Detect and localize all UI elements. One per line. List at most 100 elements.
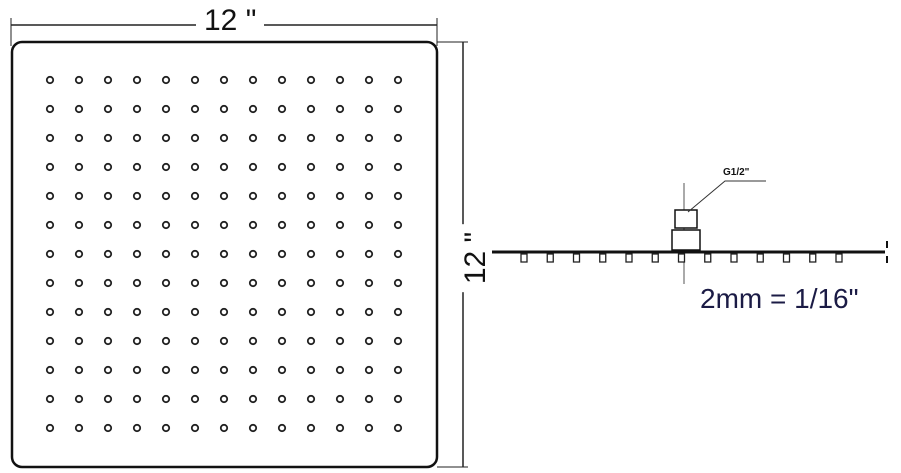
nozzle-hole bbox=[74, 365, 84, 375]
nozzle-hole bbox=[219, 133, 229, 143]
nozzle-hole bbox=[190, 104, 200, 114]
nozzle-hole bbox=[132, 394, 142, 404]
nozzle-hole bbox=[393, 133, 403, 143]
nozzle-hole bbox=[364, 133, 374, 143]
nozzle-hole bbox=[364, 365, 374, 375]
nozzle-hole bbox=[277, 162, 287, 172]
nozzle-hole bbox=[103, 104, 113, 114]
nozzle-hole bbox=[190, 162, 200, 172]
nozzle-hole bbox=[335, 336, 345, 346]
nozzle-hole bbox=[219, 104, 229, 114]
nozzle-hole bbox=[161, 220, 171, 230]
width-label: 12 " bbox=[196, 6, 265, 36]
side-nozzle bbox=[704, 253, 712, 263]
nozzle-hole bbox=[277, 394, 287, 404]
nozzle-hole bbox=[103, 249, 113, 259]
nozzle-hole bbox=[248, 423, 258, 433]
nozzle-hole bbox=[393, 162, 403, 172]
side-nozzle bbox=[599, 253, 607, 263]
nozzle-hole bbox=[103, 191, 113, 201]
side-nozzle bbox=[782, 253, 791, 263]
nozzle-hole bbox=[248, 104, 258, 114]
nozzle-hole bbox=[364, 423, 374, 433]
nozzle-hole bbox=[364, 394, 374, 404]
nozzle-hole bbox=[74, 220, 84, 230]
nozzle-hole bbox=[45, 365, 55, 375]
nozzle-hole bbox=[219, 307, 229, 317]
nozzle-hole bbox=[45, 104, 55, 114]
nozzle-hole bbox=[190, 191, 200, 201]
nozzle-hole bbox=[393, 394, 403, 404]
nozzle-hole bbox=[74, 423, 84, 433]
nozzle-hole bbox=[190, 278, 200, 288]
thread-leader-line bbox=[687, 180, 766, 213]
nozzle-hole bbox=[45, 133, 55, 143]
nozzle-hole bbox=[132, 307, 142, 317]
nozzle-hole bbox=[306, 75, 316, 85]
nozzle-hole bbox=[277, 365, 287, 375]
nozzle-hole bbox=[219, 365, 229, 375]
nozzle-hole bbox=[132, 162, 142, 172]
nozzle-hole bbox=[306, 191, 316, 201]
nozzle-hole bbox=[306, 133, 316, 143]
nozzle-hole bbox=[248, 249, 258, 259]
nozzle-hole bbox=[74, 133, 84, 143]
nozzle-hole bbox=[103, 423, 113, 433]
nozzle-hole bbox=[306, 220, 316, 230]
nozzle-hole bbox=[161, 133, 171, 143]
nozzle-hole bbox=[335, 220, 345, 230]
side-view bbox=[492, 180, 888, 284]
nozzle-hole bbox=[161, 423, 171, 433]
nozzle-hole bbox=[190, 220, 200, 230]
height-label: 12 " bbox=[459, 223, 492, 293]
nozzle-hole bbox=[103, 133, 113, 143]
nozzle-hole bbox=[74, 278, 84, 288]
nozzle-hole bbox=[306, 249, 316, 259]
nozzle-hole bbox=[45, 394, 55, 404]
nozzle-hole bbox=[161, 104, 171, 114]
nozzle-hole bbox=[219, 336, 229, 346]
side-nozzle bbox=[756, 253, 764, 263]
nozzle-hole bbox=[45, 162, 55, 172]
nozzle-hole bbox=[277, 336, 287, 346]
nozzle-hole bbox=[364, 220, 374, 230]
nozzle-hole bbox=[190, 336, 200, 346]
nozzle-hole bbox=[248, 162, 258, 172]
nozzle-hole bbox=[335, 191, 345, 201]
nozzle-hole bbox=[248, 133, 258, 143]
nozzle-hole bbox=[190, 307, 200, 317]
nozzle-hole bbox=[219, 423, 229, 433]
nozzle-hole bbox=[45, 336, 55, 346]
nozzle-hole bbox=[306, 104, 316, 114]
nozzle-hole bbox=[103, 162, 113, 172]
nozzle-hole bbox=[103, 336, 113, 346]
nozzle-hole bbox=[335, 162, 345, 172]
connector-nut bbox=[671, 229, 701, 251]
side-nozzle bbox=[625, 253, 633, 263]
nozzle-hole bbox=[190, 133, 200, 143]
side-nozzle bbox=[809, 253, 817, 263]
nozzle-hole bbox=[277, 191, 287, 201]
nozzle-hole bbox=[45, 423, 55, 433]
nozzle-hole bbox=[132, 75, 142, 85]
nozzle-hole bbox=[219, 249, 229, 259]
nozzle-hole bbox=[132, 278, 142, 288]
nozzle-hole bbox=[161, 75, 171, 85]
nozzle-hole bbox=[277, 278, 287, 288]
nozzle-hole bbox=[45, 307, 55, 317]
nozzle-hole bbox=[248, 394, 258, 404]
nozzle-hole bbox=[190, 249, 200, 259]
nozzle-hole bbox=[161, 249, 171, 259]
nozzle-hole bbox=[219, 278, 229, 288]
nozzle-hole bbox=[103, 220, 113, 230]
nozzle-hole bbox=[132, 104, 142, 114]
nozzle-hole bbox=[306, 162, 316, 172]
side-nozzle bbox=[835, 253, 843, 263]
nozzle-hole bbox=[45, 278, 55, 288]
nozzle-hole bbox=[248, 365, 258, 375]
nozzle-hole bbox=[248, 278, 258, 288]
nozzle-hole bbox=[161, 278, 171, 288]
nozzle-hole bbox=[364, 162, 374, 172]
